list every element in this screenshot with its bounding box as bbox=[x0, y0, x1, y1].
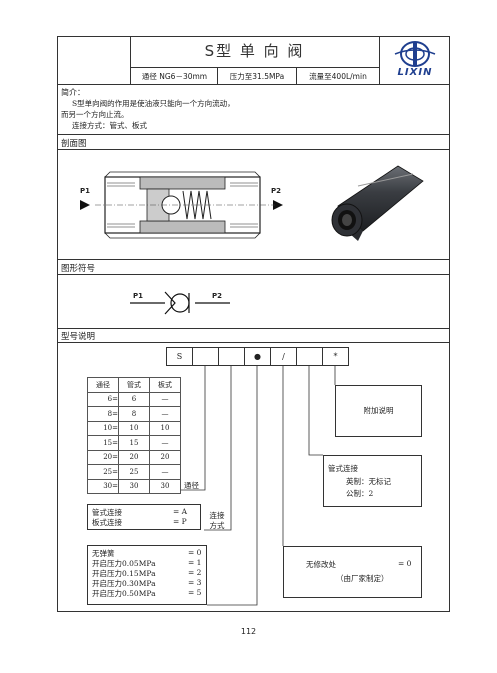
size-cell: 30= bbox=[87, 478, 119, 494]
pipe-connection-box bbox=[323, 455, 422, 507]
connection-box bbox=[87, 504, 201, 530]
section-divider bbox=[57, 328, 450, 329]
header-divider bbox=[130, 36, 131, 84]
pressure-code: = 0 bbox=[188, 548, 202, 557]
header-divider bbox=[379, 36, 380, 84]
revision-value: = 0 bbox=[398, 559, 412, 568]
connection-label: 板式连接 bbox=[92, 518, 122, 527]
intro-title: 简介： bbox=[61, 88, 85, 97]
spec-pressure: 压力至31.5MPa bbox=[229, 72, 285, 81]
pressure-label: 开启压力0.50MPa bbox=[92, 589, 156, 598]
size-table-label: 通径 bbox=[184, 481, 199, 490]
intro-line: 而另一个方向止流。 bbox=[61, 110, 129, 119]
connection-label: 管式连接 bbox=[92, 508, 122, 517]
pressure-label: 开启压力0.15MPa bbox=[92, 569, 156, 578]
header-divider bbox=[217, 67, 218, 84]
page-frame bbox=[57, 36, 450, 612]
size-cell: 20 bbox=[149, 449, 181, 465]
header-divider bbox=[130, 67, 379, 68]
header-divider bbox=[296, 67, 297, 84]
size-cell: 15= bbox=[87, 435, 119, 451]
pressure-code: = 2 bbox=[188, 568, 202, 577]
connection-side-label: 连接 bbox=[209, 511, 225, 520]
pipe-connection-title: 管式连接 bbox=[328, 464, 358, 473]
product-photo bbox=[331, 165, 424, 241]
size-cell: 30 bbox=[149, 478, 181, 494]
size-cell: 10 bbox=[118, 420, 150, 436]
size-header: 板式 bbox=[149, 377, 181, 393]
section-divider bbox=[57, 259, 450, 260]
pressure-code: = 5 bbox=[188, 588, 202, 597]
valve-section-drawing bbox=[80, 171, 283, 239]
connection-side-label: 方式 bbox=[209, 521, 225, 530]
size-cell: 6= bbox=[87, 391, 119, 407]
spec-flow: 流量至400L/min bbox=[309, 72, 367, 81]
section-heading: 剖面图 bbox=[61, 139, 87, 149]
size-cell: 8 bbox=[118, 406, 150, 422]
size-cell: 6 bbox=[118, 391, 150, 407]
size-table: 通径 管式 板式 6= 6 — 8= 8 — 10= 10 10 15= 15 … bbox=[87, 377, 181, 494]
brand-logo: LIXIN bbox=[381, 38, 449, 82]
section-heading: 型号说明 bbox=[61, 332, 96, 342]
intro-line: 连接方式：管式、板式 bbox=[72, 121, 147, 130]
size-cell: 25 bbox=[118, 464, 150, 480]
pressure-code: = 1 bbox=[188, 558, 202, 567]
connection-value: = P bbox=[173, 517, 187, 526]
page-number: 112 bbox=[240, 627, 257, 636]
pressure-code: = 3 bbox=[188, 578, 202, 587]
symbol-port-label: P2 bbox=[212, 292, 223, 300]
code-cell: * bbox=[322, 347, 349, 366]
section-divider bbox=[57, 342, 450, 343]
spec-bore: 通径 NG6－30mm bbox=[141, 72, 208, 81]
section-heading: 图形符号 bbox=[61, 264, 96, 274]
size-cell: 15 bbox=[118, 435, 150, 451]
page-title: S型 单 向 阀 bbox=[204, 42, 305, 60]
pipe-connection-line: 英制：无标记 bbox=[346, 477, 391, 486]
pipe-connection-line: 公制：2 bbox=[346, 489, 374, 498]
pressure-label: 开启压力0.05MPa bbox=[92, 559, 156, 568]
connection-value: = A bbox=[173, 507, 188, 516]
revision-box bbox=[283, 546, 422, 598]
header-divider bbox=[57, 84, 450, 85]
size-cell: 10 bbox=[149, 420, 181, 436]
section-divider bbox=[57, 149, 450, 150]
extra-note-label: 附加说明 bbox=[363, 406, 394, 415]
pressure-box bbox=[87, 545, 207, 605]
brand-name: LIXIN bbox=[397, 67, 433, 78]
size-cell: — bbox=[149, 464, 181, 480]
port-label: P2 bbox=[271, 187, 282, 195]
size-cell: 20 bbox=[118, 449, 150, 465]
intro-line: S型单向阀的作用是使油液只能向一个方向流动， bbox=[72, 99, 235, 108]
pressure-label: 开启压力0.30MPa bbox=[92, 579, 156, 588]
section-divider bbox=[57, 134, 450, 135]
size-cell: 25= bbox=[87, 464, 119, 480]
port-label: P1 bbox=[80, 187, 91, 195]
size-cell: 30 bbox=[118, 478, 150, 494]
size-cell: 20= bbox=[87, 449, 119, 465]
symbol-port-label: P1 bbox=[133, 292, 144, 300]
section-divider bbox=[57, 274, 450, 275]
size-cell: 8= bbox=[87, 406, 119, 422]
check-valve-symbol bbox=[130, 291, 230, 315]
size-header: 通径 bbox=[87, 377, 119, 393]
size-cell: — bbox=[149, 391, 181, 407]
extra-note-box bbox=[335, 385, 422, 437]
revision-label: 无修改处 bbox=[306, 560, 336, 569]
pressure-label: 无弹簧 bbox=[92, 549, 115, 558]
size-header: 管式 bbox=[118, 377, 150, 393]
size-cell: 10= bbox=[87, 420, 119, 436]
revision-note: （由厂家制定） bbox=[336, 574, 389, 583]
size-cell: — bbox=[149, 435, 181, 451]
size-cell: — bbox=[149, 406, 181, 422]
